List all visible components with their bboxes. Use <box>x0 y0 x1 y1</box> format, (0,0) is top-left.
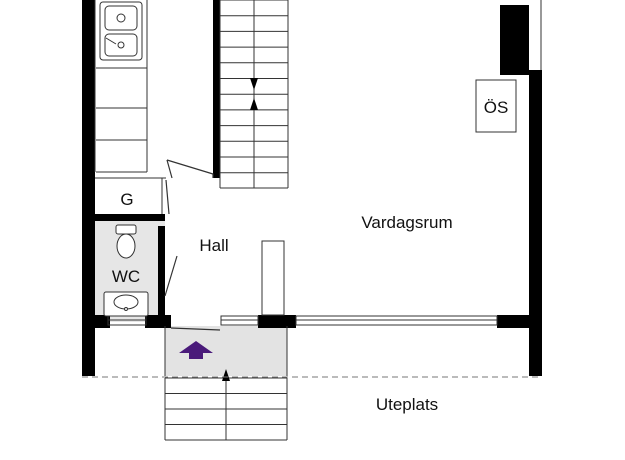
kitchen-sink-icon <box>99 1 143 61</box>
room-label-uteplats: Uteplats <box>376 395 438 414</box>
wall-chimney <box>500 5 529 75</box>
stair-direction-marker <box>250 78 258 110</box>
wall-kitchen-divider <box>213 0 220 178</box>
wall-front-left <box>82 315 110 328</box>
door-g <box>165 179 170 215</box>
wash-basin-icon <box>103 291 149 317</box>
entrance-arrow-icon <box>179 341 213 359</box>
staircase-upper <box>219 0 289 188</box>
door-wc <box>164 255 178 297</box>
wall-wc-right <box>158 226 165 326</box>
wall-front-mid <box>145 315 171 328</box>
wall-g-bottom <box>95 214 165 221</box>
door-front <box>170 327 221 331</box>
wall-front-hall <box>258 315 296 328</box>
hall-partition <box>261 240 285 316</box>
room-label-os: ÖS <box>484 98 509 117</box>
door-kitchen <box>166 159 214 178</box>
room-label-hall: Hall <box>199 236 228 255</box>
room-label-wc: WC <box>112 267 140 286</box>
room-label-vardagsrum: Vardagsrum <box>361 213 452 232</box>
toilet-icon <box>115 224 137 259</box>
stair-arrow-icon <box>222 369 230 381</box>
doors <box>164 159 221 331</box>
room-label-g: G <box>120 190 133 209</box>
wall-right <box>529 70 542 376</box>
wall-front-right <box>497 315 542 328</box>
staircase-entrance <box>164 372 288 441</box>
walls <box>82 0 542 376</box>
wall-left <box>82 0 95 376</box>
